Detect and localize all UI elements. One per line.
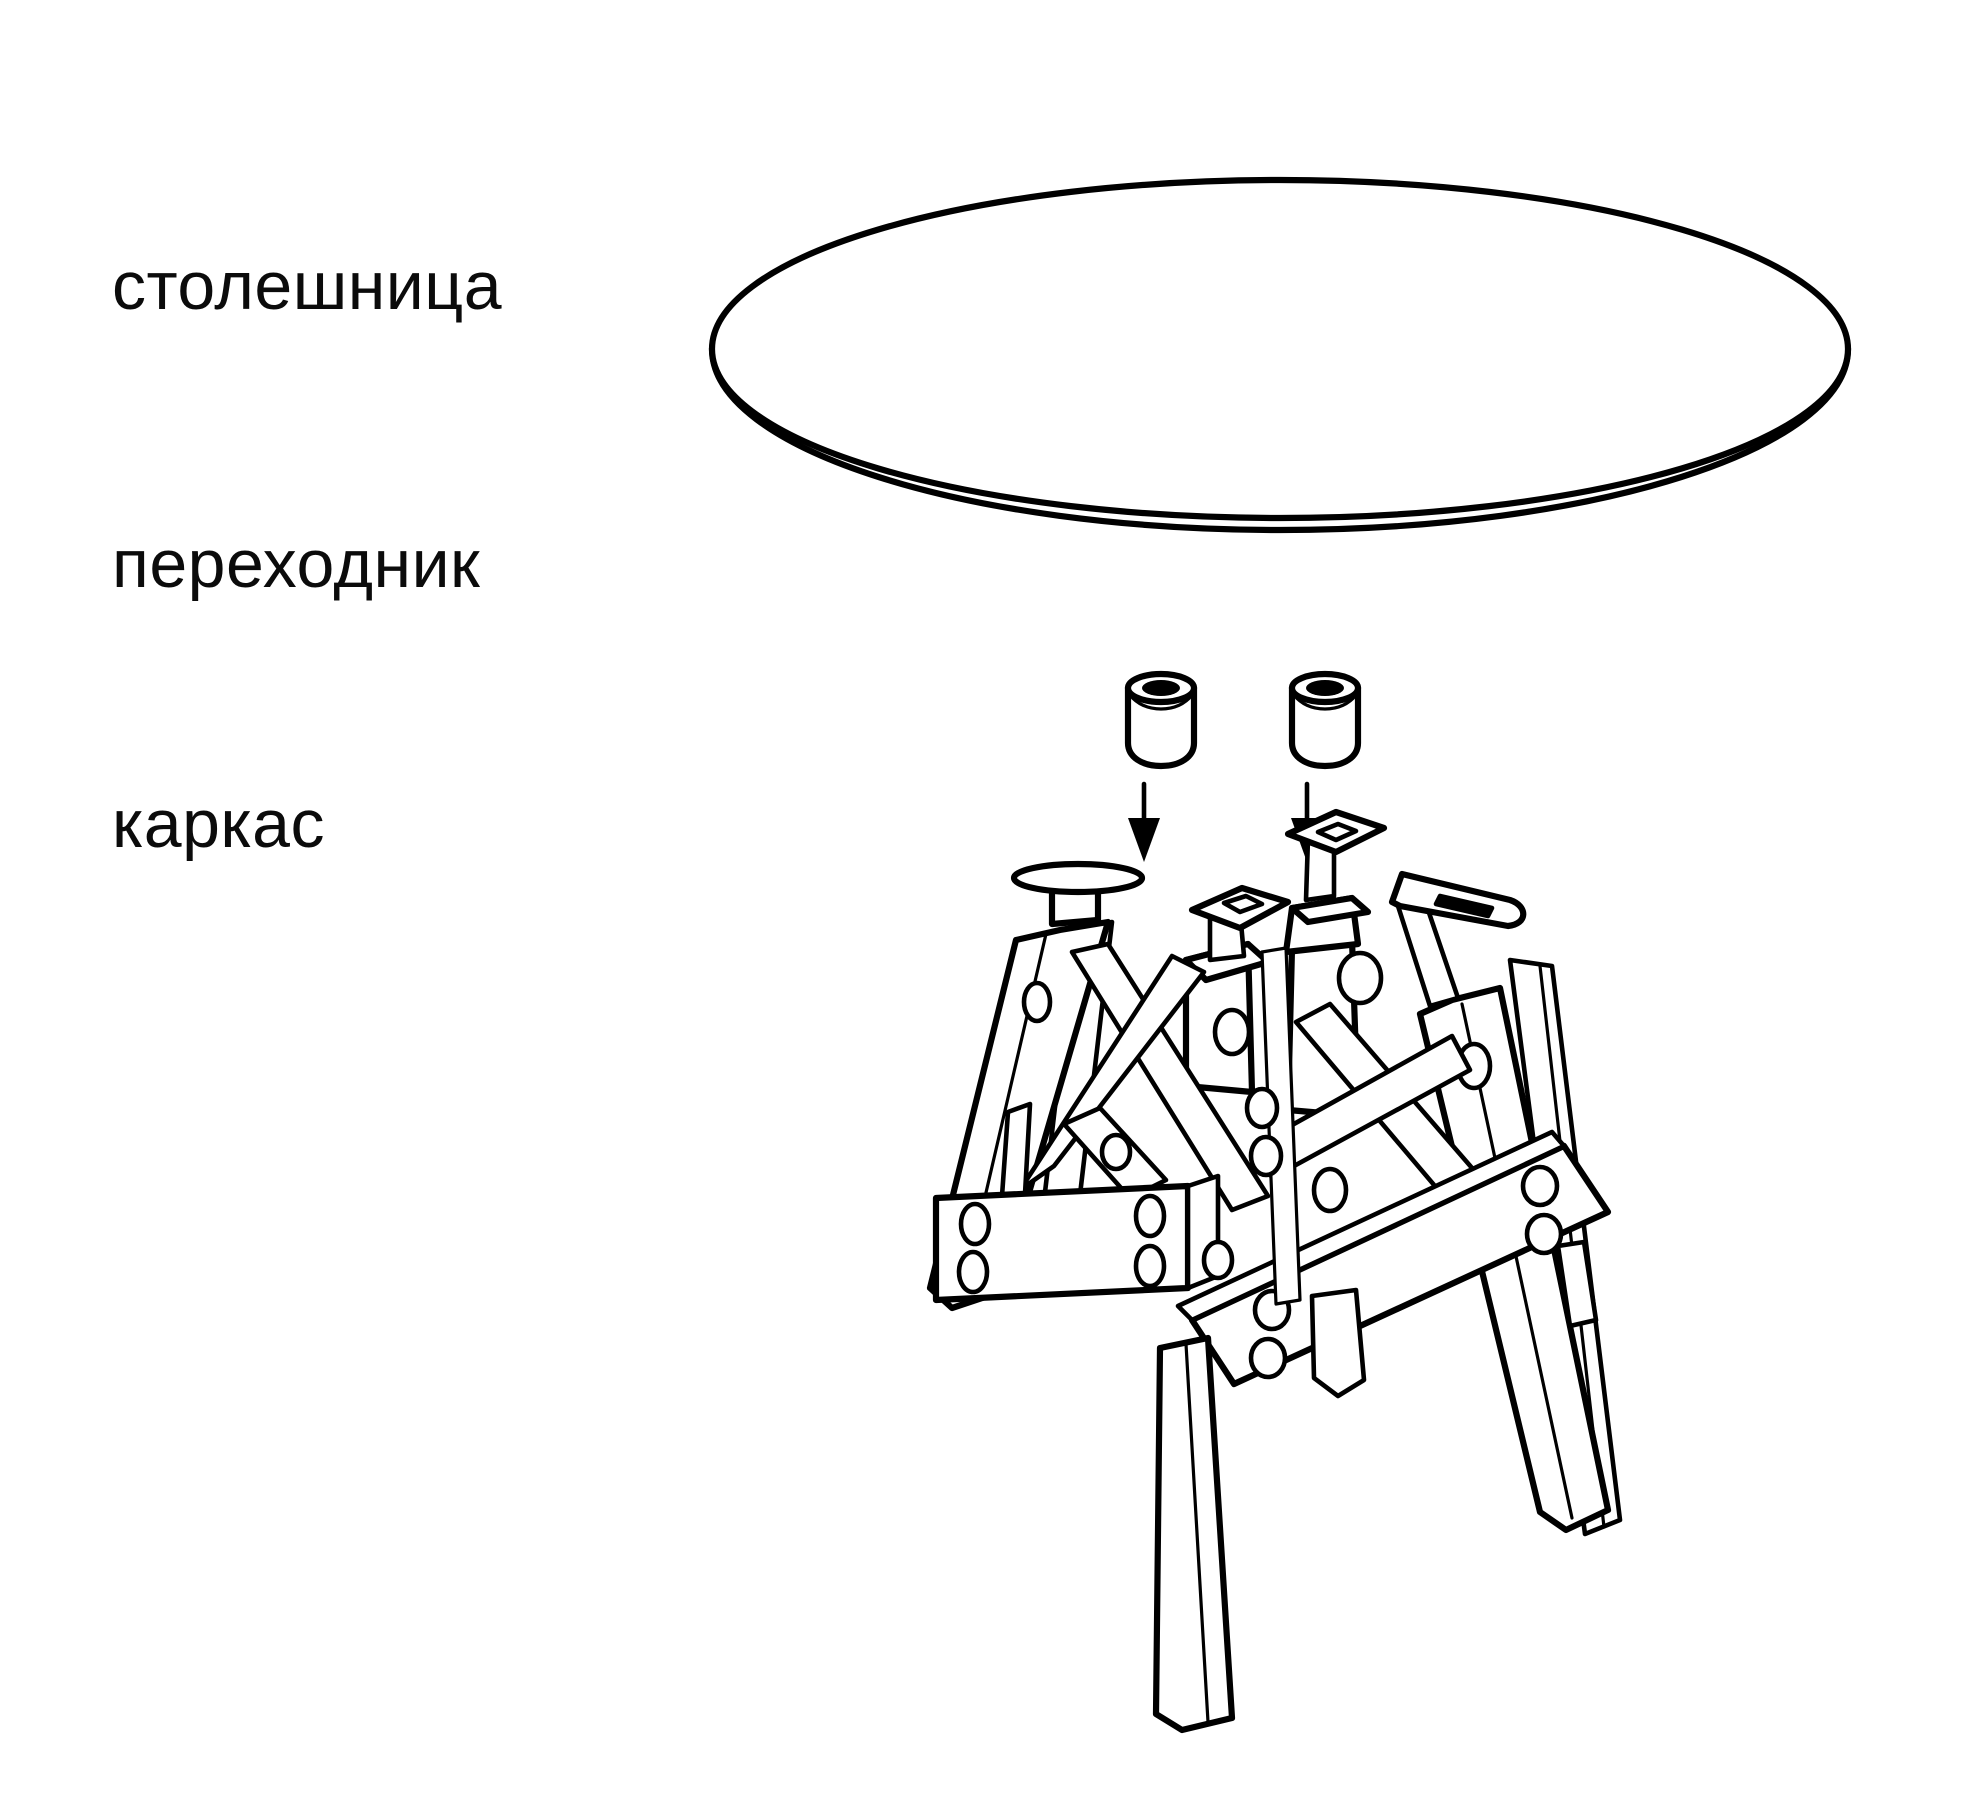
label-adapter: переходник [112,526,481,602]
frame-part [926,808,1623,1734]
crossbeam-right-hole-3 [1520,1164,1560,1208]
post-center-right-plate-hole [1315,821,1359,843]
crossbeam-right-hole-4 [1524,1212,1564,1256]
adapter-bushing-right [1288,670,1362,770]
brace-left-diag-b [1017,953,1207,1193]
leg-right-body [1416,984,1612,1534]
crossbeam-right-hole-2 [1248,1336,1288,1380]
post-center-left-bolt-hole [1212,1007,1252,1057]
adapter-left-rim-shadow [1128,693,1194,711]
frame-bracket-left [1061,1105,1169,1201]
frame-post-rear-center [1260,946,1302,1306]
post-center-right-knuckle [1336,950,1384,1006]
frame-leg-center-front [1152,1334,1236,1734]
foot-stub-body [1309,1287,1367,1399]
leg-center-front-body [1152,1334,1236,1734]
adapter-left-bore [1142,680,1180,696]
hinge-knuckle-1 [1244,1086,1280,1130]
arrow-left-head [1128,818,1160,862]
post-center-left-plate-hole [1221,893,1265,915]
frame-foot-stub [1309,1287,1367,1399]
label-tabletop: столешница [112,248,503,324]
adapter-bushing-left [1124,670,1198,770]
post-center-right-bolt-1 [1311,1166,1349,1214]
hinge-knuckle-2 [1248,1134,1284,1178]
frame-crossbeam-left [932,1173,1221,1304]
frame-brace-left-diagonal [1069,941,1271,1213]
frame-brace-left-diagonal-2 [1017,953,1207,1193]
frame-post-center-left [1182,884,1292,1096]
adapter-right-rim-shadow [1292,693,1358,711]
tabletop-part [708,176,1852,534]
leg-right-edge [1460,1002,1574,1520]
crossbeam-left-hole-3 [1133,1193,1167,1239]
leg-left-bolt-hole [1021,980,1053,1024]
leg-left-top-plate [1010,860,1146,896]
leg-right-plate-slot [1433,893,1495,919]
crossbeam-left-hole-4 [1133,1243,1167,1289]
leg-center-front-edge [1184,1342,1210,1724]
tabletop-edge-bottom [708,345,1852,534]
tabletop-top-face [708,176,1852,522]
hinge-knuckle-3 [1201,1239,1235,1281]
brace-left-diag-a [1069,941,1271,1213]
label-frame: каркас [112,786,325,862]
frame-bracket-outer-right [1555,1239,1599,1329]
bracket-left-hole [1099,1132,1133,1172]
crossbeam-left-hole-1 [958,1201,992,1247]
assembly-arrow-left [1128,781,1160,862]
post-center-right-collar-top [1288,894,1372,926]
bracket-outer-right-plate [1555,1239,1599,1329]
crossbeam-left-hole-2 [956,1249,990,1295]
frame-leg-right [1388,870,1612,1534]
adapter-right-bore [1306,680,1344,696]
post-rear-center-body [1260,946,1302,1306]
